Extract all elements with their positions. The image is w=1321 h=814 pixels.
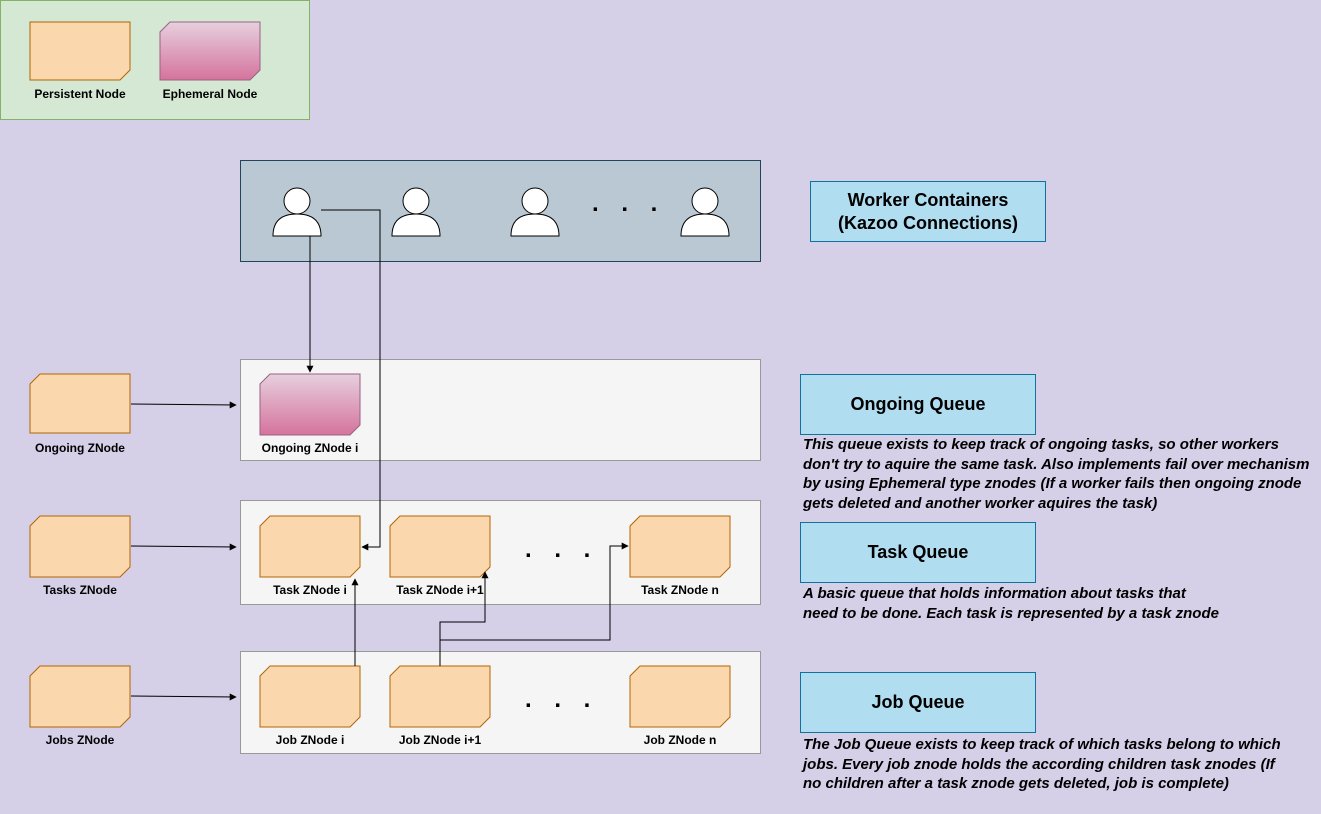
task-queue-description: A basic queue that holds information abo…: [803, 585, 1219, 622]
job-znode-n-shape: [629, 665, 731, 728]
ongoing-znode-i-shape: [259, 373, 361, 436]
ongoing-znode-i-label: Ongoing ZNode i: [261, 441, 359, 455]
job-i1-to-task-n-arrow: [439, 542, 629, 641]
job-znode-i-shape: [259, 665, 361, 728]
ongoing-queue-title: Ongoing Queue: [800, 374, 1036, 435]
job-queue-description: The Job Queue exists to keep track of wh…: [803, 736, 1281, 792]
legend-persistent-shape: [29, 21, 131, 81]
job-queue-title: Job Queue: [800, 672, 1036, 733]
legend-ephemeral-label: Ephemeral Node: [162, 87, 258, 101]
tasks-root-znode: [29, 515, 131, 578]
ongoing-root-znode: [29, 373, 131, 434]
task-znode-n-shape: [629, 515, 731, 578]
tasks-root-arrow: [130, 543, 237, 551]
tasks-ellipsis: . . .: [525, 536, 599, 563]
jobs-root-znode: [29, 665, 131, 728]
workers-ellipsis: . . .: [592, 190, 666, 217]
job-znode-label: Job ZNode i: [275, 733, 345, 747]
worker-user-icon: [510, 187, 560, 237]
job-znode-label: Job ZNode i+1: [398, 733, 482, 747]
job-znode-label: Job ZNode n: [643, 733, 717, 747]
jobs-root-arrow: [130, 693, 237, 701]
task-znode-label: Task ZNode n: [641, 583, 719, 597]
task-znode-label: Task ZNode i+1: [396, 583, 484, 597]
worker-containers-title: Worker Containers (Kazoo Connections): [810, 181, 1046, 242]
job-i1-to-task-i1-arrow: [439, 571, 489, 666]
worker-containers-panel: [240, 160, 761, 262]
task-znode-label: Task ZNode i: [273, 583, 347, 597]
task-znode-i-shape: [259, 515, 361, 578]
jobs-ellipsis: . . .: [525, 686, 599, 713]
worker-to-task-arrow: [321, 209, 381, 551]
worker-user-icon: [680, 187, 730, 237]
ongoing-queue-description: This queue exists to keep track of ongoi…: [803, 436, 1310, 512]
tasks-root-label: Tasks ZNode: [43, 583, 117, 597]
task-queue-title: Task Queue: [800, 522, 1036, 583]
job-znode-i1-shape: [389, 665, 491, 728]
worker-user-icon: [272, 187, 322, 237]
ongoing-root-label: Ongoing ZNode: [35, 441, 125, 455]
task-znode-i1-shape: [389, 515, 491, 578]
jobs-root-label: Jobs ZNode: [45, 733, 115, 747]
worker-user-icon: [391, 187, 441, 237]
ongoing-root-arrow: [130, 401, 237, 409]
legend-ephemeral-shape: [159, 21, 261, 81]
legend-persistent-label: Persistent Node: [34, 87, 126, 101]
